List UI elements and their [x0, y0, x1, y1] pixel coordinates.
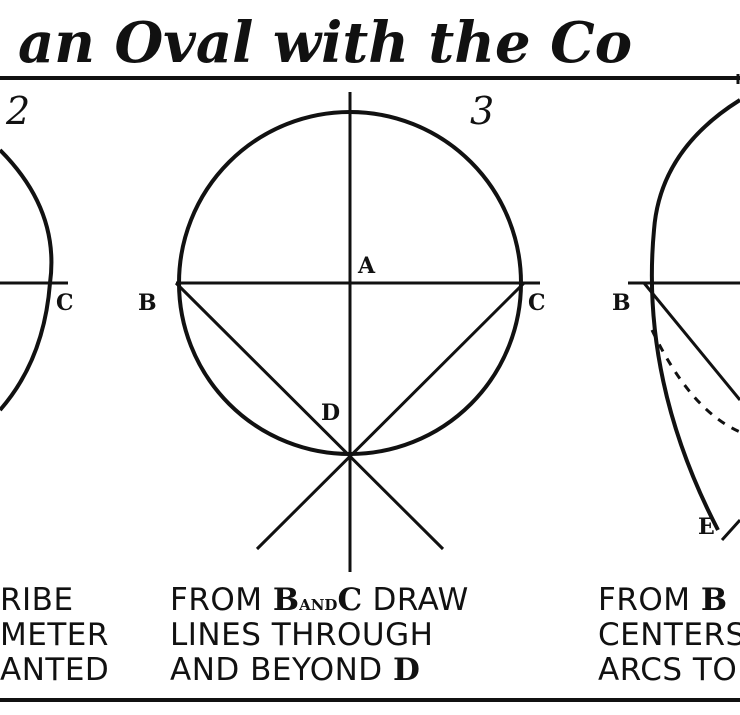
- dashed-arc-right: [650, 329, 740, 434]
- point-c-left: C: [56, 290, 74, 316]
- circle-arc-left: [0, 148, 54, 412]
- panel-step-3: 3 A B C D FROM BANDC DRAW LINES THROUGH …: [138, 89, 546, 688]
- panel-step-4: B E FROM B CENTERS ARCS TO: [598, 98, 740, 688]
- oval-outline-right: [649, 98, 740, 531]
- point-a: A: [357, 253, 376, 279]
- caption-middle-line2: LINES THROUGH: [170, 617, 433, 653]
- step-number-3: 3: [470, 89, 494, 133]
- caption-middle-line3: AND BEYOND D: [170, 652, 420, 688]
- caption-left-line1: RIBE: [0, 582, 74, 618]
- point-c: C: [528, 290, 546, 316]
- point-e-right: E: [698, 514, 715, 540]
- caption-right-line1: FROM B: [598, 582, 727, 618]
- page-title: an Oval with the Co: [18, 10, 632, 76]
- line-from-b: [174, 281, 445, 551]
- caption-right-line2: CENTERS: [598, 617, 740, 653]
- line-from-e-right: [720, 518, 740, 542]
- panel-step-2: 2 C RIBE METER ANTED: [0, 89, 109, 688]
- caption-middle-line1: FROM BANDC DRAW: [170, 582, 469, 618]
- point-d: D: [321, 400, 340, 426]
- line-from-b-right: [642, 282, 740, 401]
- line-from-c: [255, 281, 526, 551]
- caption-left-line2: METER: [0, 617, 109, 653]
- point-b-right: B: [612, 290, 631, 316]
- caption-right-line3: ARCS TO: [598, 652, 737, 688]
- step-number-2: 2: [5, 89, 30, 133]
- point-b: B: [138, 290, 157, 316]
- caption-left-line3: ANTED: [0, 652, 109, 688]
